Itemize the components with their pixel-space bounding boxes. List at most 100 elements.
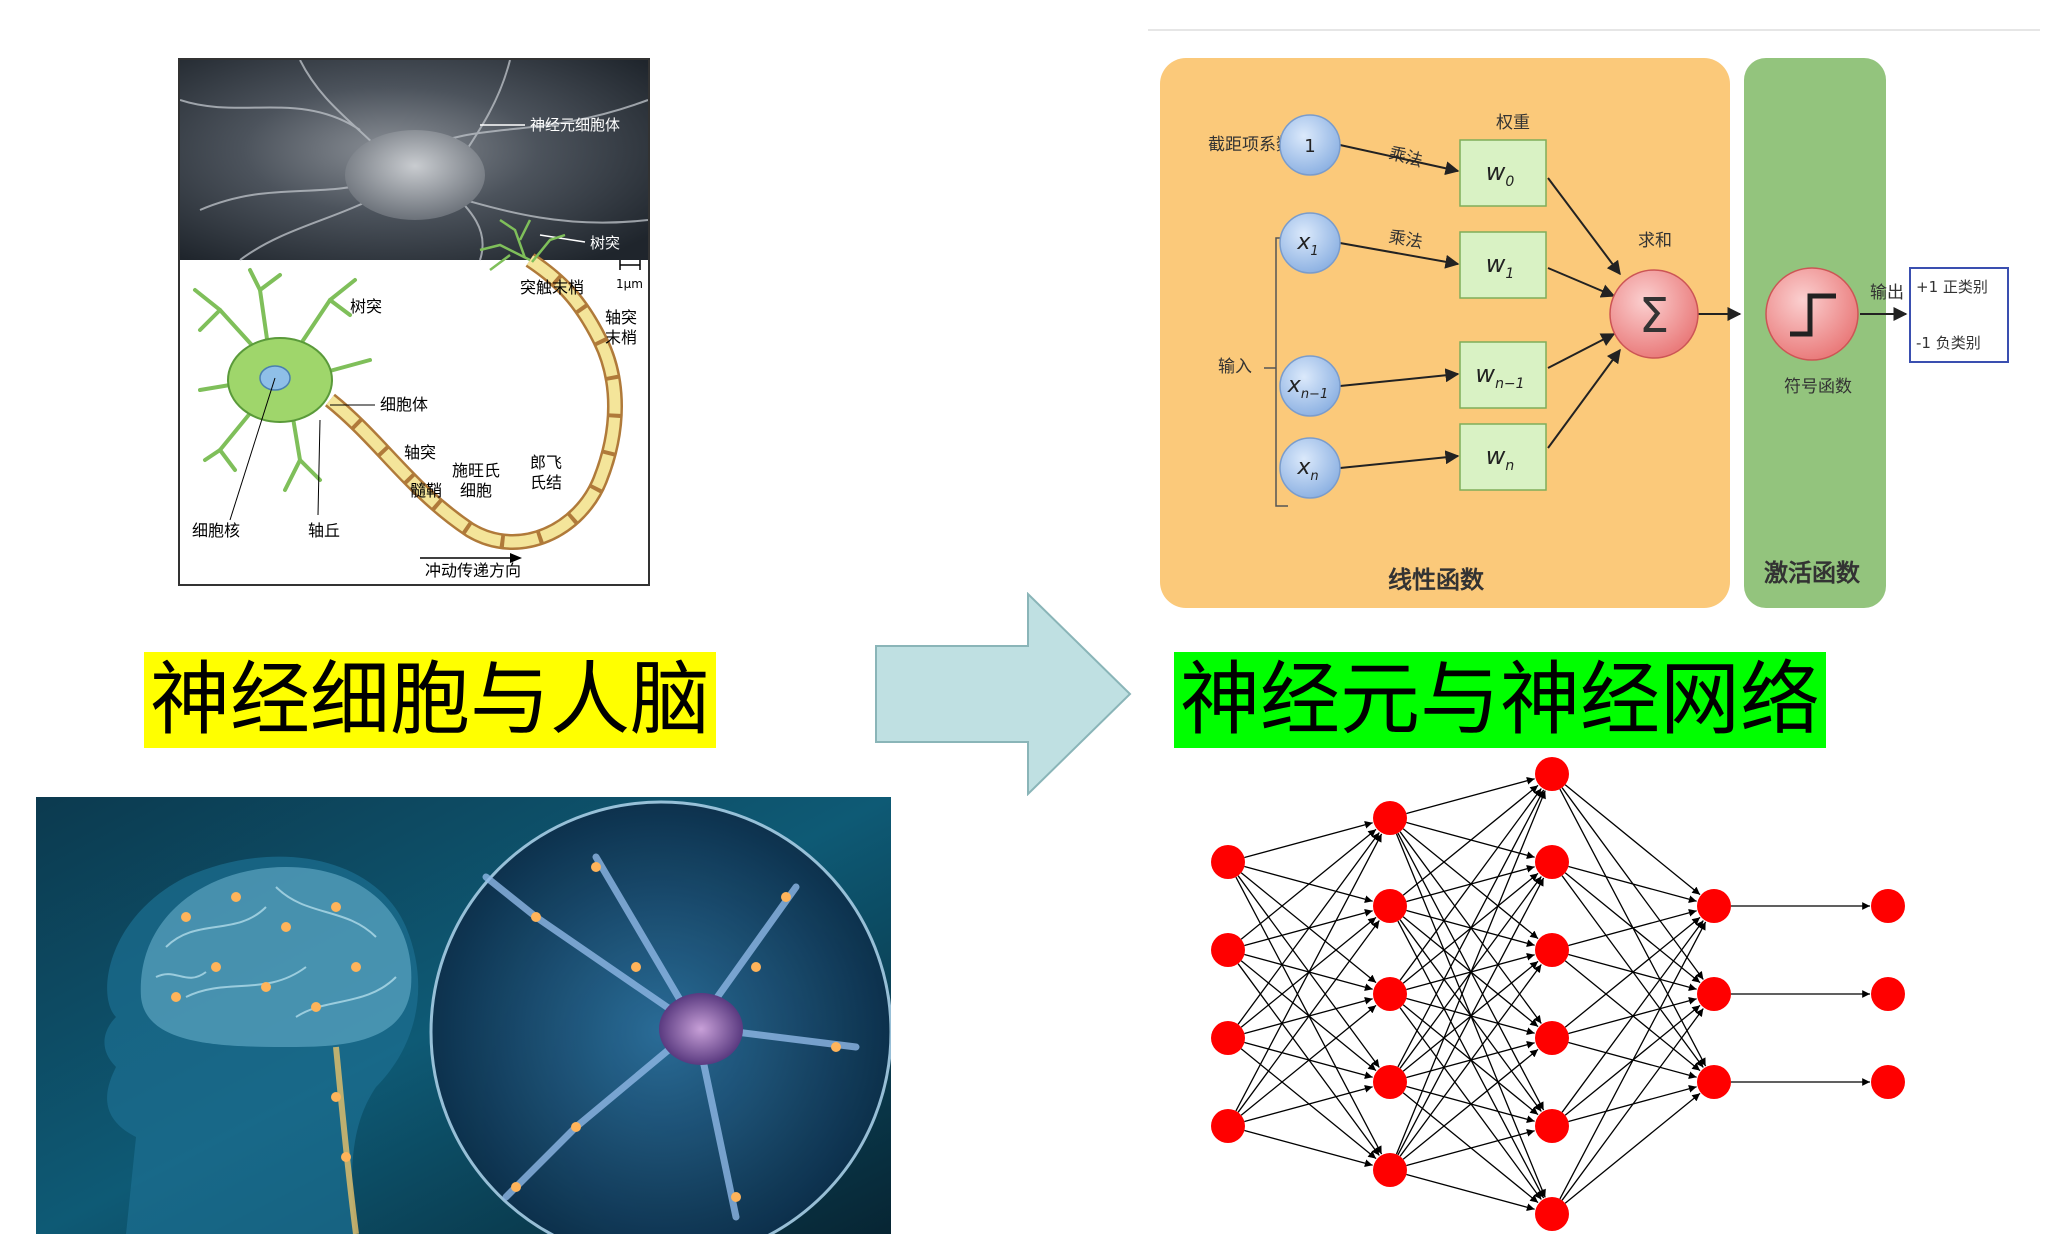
sign-function-label: 符号函数 (1784, 377, 1852, 397)
network-edge (1406, 1173, 1535, 1212)
bias-node: 1 (1279, 114, 1341, 176)
weight-box-0: w0 (1459, 139, 1547, 207)
network-edge (1564, 784, 1701, 896)
weight-box-3: wn (1459, 423, 1547, 491)
label-dendrite-top: 树突 (590, 234, 620, 252)
network-edge (1568, 908, 1697, 947)
label-myelin: 髓鞘 (410, 481, 442, 500)
network-edge (1406, 1128, 1535, 1167)
network-nodes (1211, 757, 1905, 1231)
weight-nodes: w0 w1 wn−1 wn (1459, 139, 1547, 491)
brain-image (36, 797, 891, 1234)
weight-box-2: wn−1 (1459, 341, 1547, 409)
sign-node (1765, 267, 1859, 361)
label-axon: 轴突 (404, 443, 436, 462)
input-node-label: xn−1 (1287, 373, 1328, 402)
sum-node: Σ (1609, 269, 1699, 359)
brain-svg (36, 797, 891, 1234)
network-edge (1402, 1048, 1539, 1160)
input-node-3: xn (1279, 437, 1341, 499)
micrograph-soma (345, 130, 485, 220)
label-nucleus: 细胞核 (192, 521, 240, 540)
spinal-cord (333, 1046, 359, 1234)
output-class-box (1909, 267, 2009, 363)
network-node-l1-2 (1373, 977, 1407, 1011)
network-edge (1244, 1129, 1373, 1168)
input-node-2: xn−1 (1279, 355, 1341, 417)
network-node-l2-1 (1535, 845, 1569, 879)
neuron-diagram: 1μm 突触末梢 树突 轴突 末梢 细胞体 轴突 髓鞘 施旺氏 细胞 郎飞 氏结… (192, 218, 643, 580)
left-title: 神经细胞与人脑 (144, 652, 716, 748)
network-node-l2-4 (1535, 1109, 1569, 1143)
label-dendrite: 树突 (350, 297, 382, 316)
network-node-l2-0 (1535, 757, 1569, 791)
network-node-l4-0 (1871, 889, 1905, 923)
network-edge (1244, 820, 1373, 859)
label-soma-top: 神经元细胞体 (530, 116, 620, 134)
network-node-l2-3 (1535, 1021, 1569, 1055)
network-edge (1399, 788, 1542, 981)
input-weight-arrows (1339, 144, 1460, 469)
label-axon-terminal-1: 轴突 (605, 308, 637, 327)
network-edge (1406, 776, 1535, 815)
label-axon-hillock: 轴丘 (308, 521, 340, 540)
label-synapse-terminal: 突触末梢 (520, 278, 584, 297)
network-node-l1-4 (1373, 1153, 1407, 1187)
input-label: 输入 (1218, 357, 1252, 377)
neural-network-svg (1211, 757, 1905, 1231)
label-impulse-direction: 冲动传递方向 (425, 561, 521, 580)
weight-box-1: w1 (1459, 231, 1547, 299)
network-node-l0-2 (1211, 1021, 1245, 1055)
network-node-l4-1 (1871, 977, 1905, 1011)
activation-function-label: 激活函数 (1764, 559, 1861, 587)
network-edge (1240, 828, 1377, 940)
label-cell-body: 细胞体 (380, 395, 428, 414)
sum-label: 求和 (1638, 231, 1672, 251)
network-edge (1395, 790, 1546, 1155)
input-node-label: x1 (1296, 230, 1318, 259)
network-edge (1561, 1008, 1704, 1201)
network-node-l1-0 (1373, 801, 1407, 835)
input-node-1: x1 (1279, 212, 1341, 274)
svg-text:Σ: Σ (1639, 288, 1669, 344)
network-edge (1402, 784, 1539, 896)
network-edge (1397, 789, 1545, 1068)
right-title-text: 神经元与神经网络 (1180, 653, 1820, 746)
positive-class-label: +1 正类别 (1916, 278, 1988, 296)
network-node-l4-2 (1871, 1065, 1905, 1099)
network-edge (1237, 920, 1380, 1113)
network-node-l0-1 (1211, 933, 1245, 967)
network-edge (1564, 916, 1701, 1028)
network-node-l3-1 (1697, 977, 1731, 1011)
label-ranvier-2: 氏结 (530, 473, 562, 492)
network-edge (1568, 865, 1697, 904)
network-edge (1237, 832, 1380, 1025)
label-schwann-2: 细胞 (460, 481, 492, 500)
network-node-l2-5 (1535, 1197, 1569, 1231)
input-nodes: x1 xn−1 xn (1279, 212, 1341, 499)
network-node-l2-2 (1535, 933, 1569, 967)
negative-class-label: -1 负类别 (1916, 334, 1981, 352)
network-edge (1244, 1084, 1373, 1123)
weight-label: wn−1 (1475, 360, 1524, 392)
network-edge (1564, 1092, 1701, 1204)
left-title-text: 神经细胞与人脑 (150, 653, 710, 746)
label-axon-terminal-2: 末梢 (605, 328, 637, 347)
network-edge (1561, 920, 1704, 1113)
magnified-cell-body (659, 993, 743, 1065)
network-edge (1240, 1004, 1377, 1116)
myelin-sheath (326, 255, 621, 548)
magnified-neuron-lens (429, 800, 891, 1234)
svg-text:1: 1 (1304, 136, 1315, 157)
network-node-l0-0 (1211, 845, 1245, 879)
neuron-illustration: 神经元细胞体 树突 (178, 58, 650, 586)
network-edge (1397, 877, 1545, 1156)
network-node-l1-3 (1373, 1065, 1407, 1099)
input-node-label: xn (1296, 455, 1318, 484)
network-edge (1559, 921, 1707, 1200)
weight-label: w1 (1486, 250, 1515, 282)
weight-label: wn (1486, 442, 1515, 474)
network-node-l1-1 (1373, 889, 1407, 923)
